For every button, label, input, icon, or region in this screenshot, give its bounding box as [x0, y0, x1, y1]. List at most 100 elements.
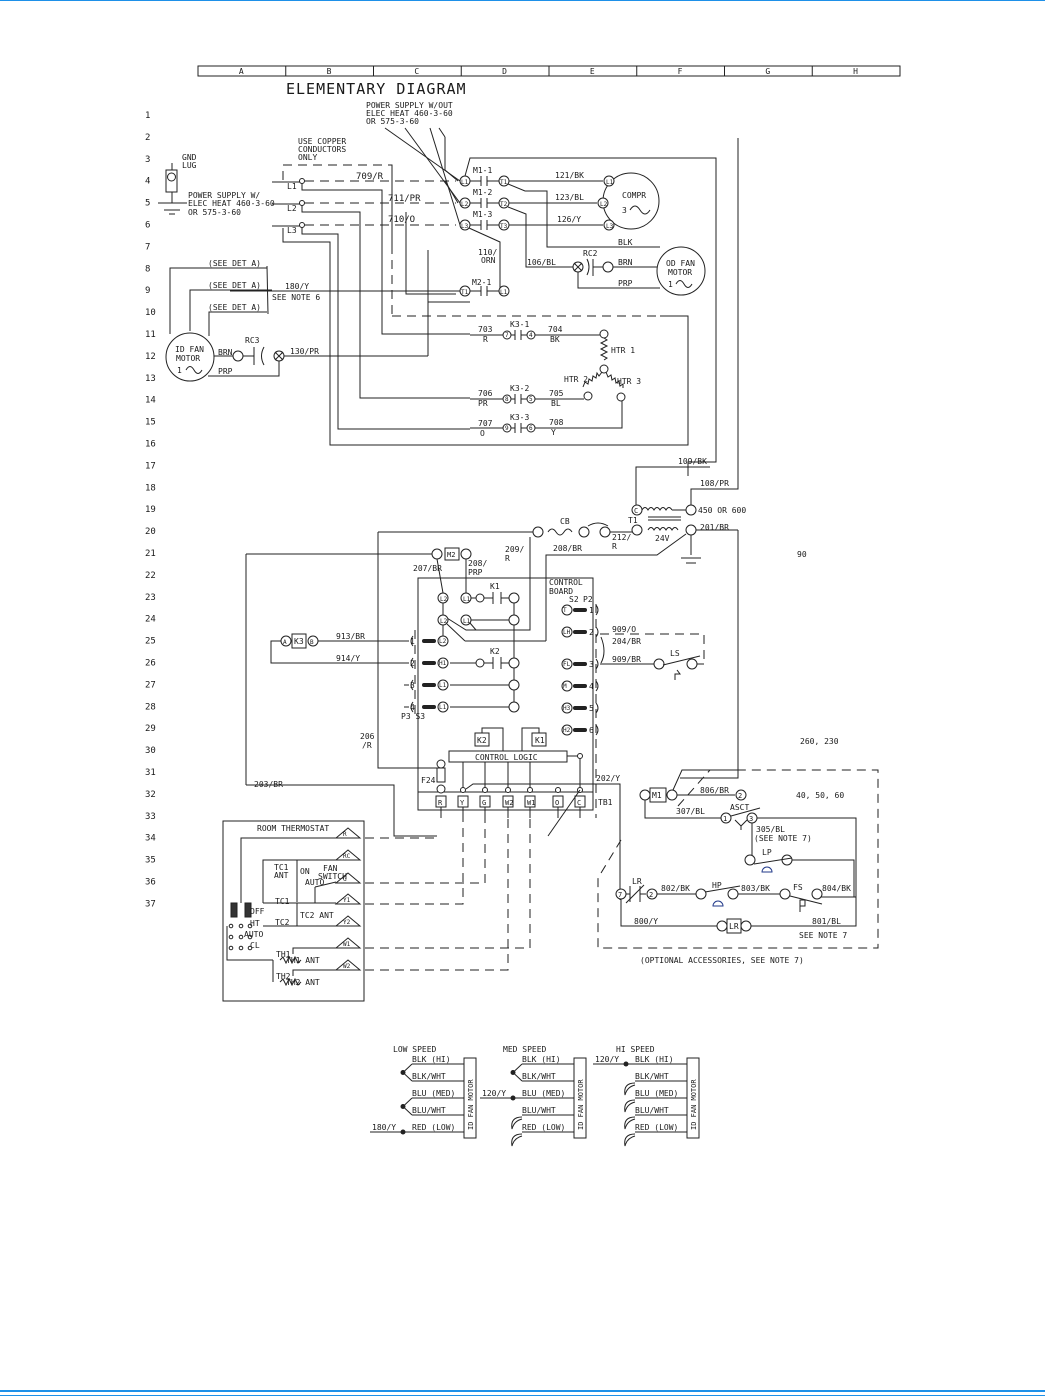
svg-text:OD FAN: OD FAN: [666, 259, 695, 268]
svg-text:FAN: FAN: [323, 864, 338, 873]
pin-connector: [573, 684, 587, 688]
tb1-terminal-label: C: [577, 799, 581, 807]
row-label: 14: [145, 396, 156, 406]
svg-text:L1: L1: [500, 289, 508, 296]
pin-bracket: [410, 635, 414, 647]
pin-bracket: [595, 680, 599, 692]
svg-text:9: 9: [505, 425, 509, 432]
pin-bracket: [595, 702, 599, 714]
svg-text:BOARD: BOARD: [549, 587, 573, 596]
lead-label: 120/Y: [595, 1055, 619, 1064]
pin-bracket: [595, 604, 599, 616]
svg-text:305/BL: 305/BL: [756, 825, 785, 834]
svg-text:K1: K1: [490, 582, 500, 591]
svg-text:TH2 ANT: TH2 ANT: [286, 978, 320, 987]
svg-text:BL: BL: [551, 399, 561, 408]
svg-text:450 OR 600: 450 OR 600: [698, 506, 746, 515]
row-label: 37: [145, 899, 156, 909]
copper-note: USE COPPER CONDUCTORS ONLY: [298, 137, 346, 162]
svg-text:PRP: PRP: [618, 279, 633, 288]
row-label: 1: [145, 111, 150, 121]
svg-text:208/BR: 208/BR: [553, 544, 582, 553]
column-label: F: [678, 67, 683, 76]
svg-text:914/Y: 914/Y: [336, 654, 360, 663]
svg-text:M1-1: M1-1: [473, 166, 492, 175]
thermostat-terminal: [334, 915, 362, 927]
unit-size-40: 40, 50, 60: [796, 791, 844, 800]
terminal-label: M: [563, 683, 567, 690]
motor-label: ID FAN MOTOR: [690, 1079, 698, 1130]
row-label: 29: [145, 724, 156, 734]
wire-cap: [511, 1116, 523, 1130]
svg-text:M1-3: M1-3: [473, 210, 492, 219]
svg-text:L1: L1: [287, 182, 297, 191]
svg-text:803/BK: 803/BK: [741, 884, 770, 893]
row-label: 34: [145, 834, 156, 844]
svg-text:L1: L1: [463, 596, 471, 603]
svg-text:206: 206: [360, 732, 375, 741]
svg-text:TH1: TH1: [276, 950, 291, 959]
svg-text:L1: L1: [463, 618, 471, 625]
column-label: B: [327, 67, 332, 76]
svg-text:207/BR: 207/BR: [413, 564, 442, 573]
thermostat-terminal: [334, 893, 362, 905]
svg-text:M1-2: M1-2: [473, 188, 492, 197]
row-label: 35: [145, 856, 156, 866]
wire-label: RED (LOW): [522, 1123, 565, 1132]
svg-text:B: B: [310, 639, 314, 646]
svg-text:GND: GND: [182, 153, 197, 162]
svg-text:705: 705: [549, 389, 564, 398]
tb1-terminal-label: W1: [527, 799, 535, 807]
svg-text:TH1 ANT: TH1 ANT: [286, 956, 320, 965]
svg-text:7: 7: [505, 332, 509, 339]
svg-text:A: A: [283, 639, 287, 646]
pin-connector: [422, 705, 436, 709]
terminal-label: LH: [563, 629, 571, 636]
svg-text:5: 5: [529, 396, 533, 403]
svg-text:L1: L1: [606, 179, 614, 186]
svg-text:T2: T2: [500, 201, 508, 208]
speed-title: LOW SPEED: [393, 1045, 437, 1054]
row-label: 15: [145, 418, 156, 428]
svg-text:AUTO: AUTO: [305, 878, 324, 887]
thermostat-terminal: [334, 827, 362, 839]
row-label: 10: [145, 308, 156, 318]
svg-text:703: 703: [478, 325, 493, 334]
svg-text:711/PR: 711/PR: [388, 194, 421, 204]
svg-text:K3-1: K3-1: [510, 320, 529, 329]
svg-text:801/BL: 801/BL: [812, 917, 841, 926]
svg-text:2: 2: [649, 891, 653, 899]
svg-text:710/O: 710/O: [388, 215, 415, 225]
row-label: 19: [145, 505, 156, 515]
row-label: 8: [145, 264, 150, 274]
wire-label: BLK (HI): [635, 1055, 674, 1064]
svg-text:8: 8: [505, 396, 509, 403]
svg-text:TH2: TH2: [276, 972, 291, 981]
svg-text:802/BK: 802/BK: [661, 884, 690, 893]
pin-number: 3: [589, 660, 594, 669]
svg-text:3: 3: [622, 206, 627, 215]
svg-text:(SEE DET A): (SEE DET A): [208, 259, 261, 268]
lead-dot: [623, 1061, 629, 1067]
svg-text:M1: M1: [652, 791, 662, 800]
pin-bracket: [595, 724, 599, 736]
svg-text:R: R: [612, 542, 617, 551]
terminal-label: L1: [439, 704, 447, 711]
svg-text:OR 575-3-60: OR 575-3-60: [188, 208, 241, 217]
terminal-label: H3: [563, 705, 571, 712]
svg-text:126/Y: 126/Y: [557, 215, 581, 224]
thermostat-terminal-label: G: [343, 876, 347, 883]
svg-text:LR: LR: [729, 922, 739, 931]
svg-text:804/BK: 804/BK: [822, 884, 851, 893]
control-board: CONTROL BOARD S2 P2 M2 207/BR 208/ PRP 2…: [245, 537, 705, 900]
svg-text:201/BR: 201/BR: [700, 523, 729, 532]
svg-text:BLK: BLK: [618, 238, 633, 247]
svg-text:L3: L3: [461, 223, 469, 230]
row-label: 5: [145, 199, 150, 209]
svg-text:R: R: [483, 335, 488, 344]
svg-text:BK: BK: [550, 335, 560, 344]
svg-text:CL: CL: [250, 941, 260, 950]
pin-connector: [422, 661, 436, 665]
svg-text:212/: 212/: [612, 533, 631, 542]
